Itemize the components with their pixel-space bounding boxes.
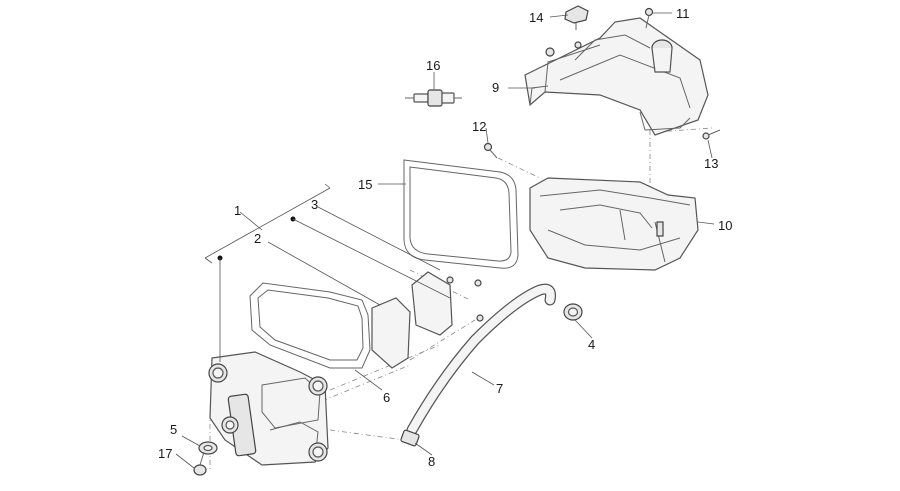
part-breather-hose <box>406 283 556 436</box>
part-spark-plug <box>405 89 462 107</box>
callout-3: 3 <box>311 197 318 212</box>
part-bolt-13 <box>702 129 721 140</box>
part-upper-cover <box>524 17 709 136</box>
assembly-lines <box>209 127 713 470</box>
part-knob <box>564 5 589 30</box>
callout-17: 17 <box>158 446 172 461</box>
callout-6: 6 <box>383 390 390 405</box>
callout-5: 5 <box>170 422 177 437</box>
part-clamp-8 <box>400 429 420 447</box>
part-plate-3 <box>411 271 484 336</box>
callout-4: 4 <box>588 337 595 352</box>
callout-11: 11 <box>676 6 690 21</box>
callout-16: 16 <box>426 58 440 73</box>
callout-15: 15 <box>358 177 372 192</box>
callout-9: 9 <box>492 80 499 95</box>
group-bracket <box>204 183 451 362</box>
part-bolt-17 <box>193 451 207 476</box>
part-lower-shroud <box>529 177 699 271</box>
part-valve-cover <box>208 351 329 466</box>
callout-12: 12 <box>472 119 486 134</box>
part-screw-top <box>644 7 654 29</box>
callout-numbers: 1 2 3 4 5 6 7 8 9 10 11 12 13 14 15 16 1… <box>158 6 732 469</box>
callout-7: 7 <box>496 381 503 396</box>
part-clamp-4 <box>563 303 583 321</box>
callout-8: 8 <box>428 454 435 469</box>
part-cover-gasket <box>403 159 519 269</box>
callout-1: 1 <box>234 203 241 218</box>
callout-14: 14 <box>529 10 543 25</box>
callout-13: 13 <box>704 156 718 171</box>
part-washer <box>198 441 218 455</box>
callout-2: 2 <box>254 231 261 246</box>
part-gasket-2 <box>249 282 411 369</box>
callout-10: 10 <box>718 218 732 233</box>
part-bolt-12 <box>483 142 498 159</box>
leader-lines <box>175 12 715 469</box>
